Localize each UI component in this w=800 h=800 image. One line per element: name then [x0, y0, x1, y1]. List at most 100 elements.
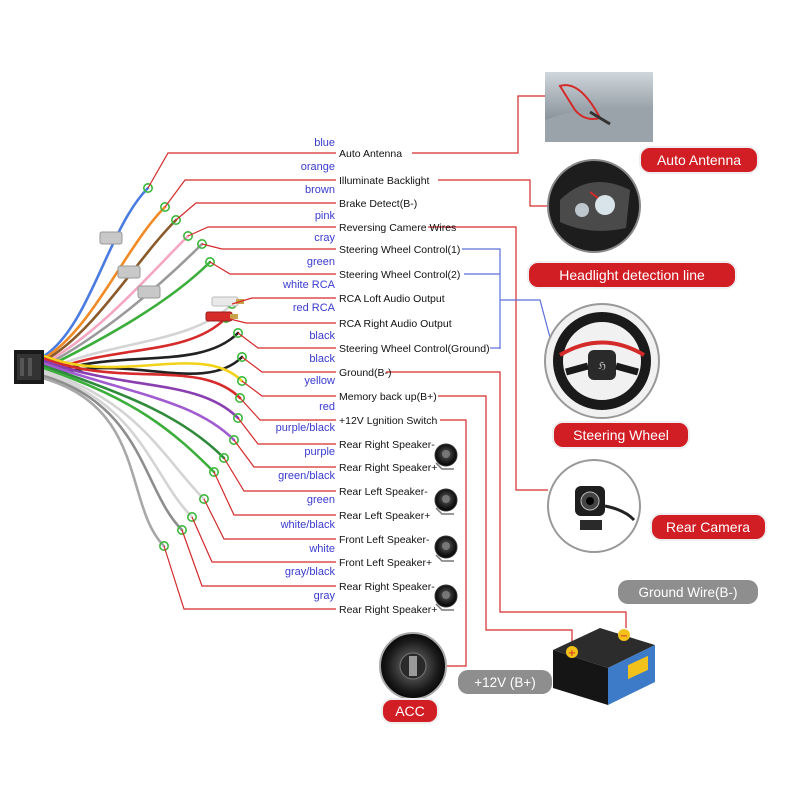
wire-16	[42, 369, 206, 501]
wire-0	[42, 186, 150, 358]
leader-line-14	[223, 457, 336, 492]
leader-line-19	[163, 545, 336, 610]
wire-function-label: Auto Antenna	[339, 148, 402, 160]
wire-end-marker	[143, 183, 154, 194]
car-battery-icon: + −	[553, 628, 655, 705]
leader-line-4	[201, 243, 336, 250]
wire-end-marker	[237, 351, 248, 362]
leader-line-13	[233, 439, 336, 468]
speaker-icon	[434, 535, 458, 562]
wire-end-marker	[233, 327, 244, 338]
wire-function-label: Steering Wheel Control(2)	[339, 269, 460, 281]
wire-function-label: Steering Wheel Control(Ground)	[339, 343, 490, 355]
leader-line-0	[147, 152, 336, 189]
wire-end-marker	[197, 239, 208, 250]
leader-steering-bracket	[462, 248, 501, 349]
svg-text:+12V (B+): +12V (B+)	[474, 675, 536, 690]
leader-line-1	[164, 179, 336, 208]
rca-plug-red-icon	[205, 311, 238, 322]
leader-line-2	[175, 202, 336, 221]
svg-text:Rear Camera: Rear Camera	[666, 519, 750, 535]
wire-end-marker	[159, 540, 170, 551]
rear-camera-icon	[547, 459, 641, 553]
wire-color-label: white/black	[280, 519, 336, 531]
wire-19	[42, 377, 166, 548]
fuse-holder-icon	[99, 231, 161, 299]
wire-function-label: Steering Wheel Control(1)	[339, 244, 460, 256]
wire-color-label: yellow	[304, 375, 335, 387]
svg-text:Headlight detection line: Headlight detection line	[559, 267, 705, 283]
leader-ignition	[440, 419, 467, 667]
wire-end-marker	[177, 524, 188, 535]
steering-wheel-icon: ℌ	[544, 303, 660, 419]
wire-function-label: Front Left Speaker-	[339, 534, 430, 546]
leader-line-18	[181, 529, 336, 587]
wire-2	[42, 218, 178, 363]
wire-color-label: gray/black	[285, 566, 336, 578]
leader-line-3	[187, 226, 336, 237]
speakers	[434, 443, 458, 611]
speaker-icon	[434, 488, 458, 515]
wire-5	[42, 260, 212, 370]
callout-auto-antenna: Auto Antenna	[639, 146, 759, 174]
leader-headlight	[438, 179, 552, 207]
wire-1	[42, 205, 167, 360]
wire-12	[42, 359, 240, 420]
leader-line-15	[213, 471, 336, 516]
wire-function-label: Rear Right Speaker+	[339, 604, 437, 616]
callout-headlight: Headlight detection line	[527, 261, 737, 289]
wire-6	[42, 302, 234, 373]
callout-steering: Steering Wheel	[552, 421, 690, 449]
wire-color-label: white RCA	[282, 279, 336, 291]
leader-line-12	[237, 417, 336, 445]
wire-color-label: gray	[314, 590, 336, 602]
wire-color-label: green	[307, 494, 335, 506]
wire-end-marker	[160, 202, 171, 213]
wire-harness	[42, 183, 248, 551]
wire-17	[42, 372, 194, 519]
callout-12v: +12V (B+)	[458, 670, 552, 694]
ignition-key-icon	[379, 632, 447, 700]
wire-end-marker	[235, 392, 246, 403]
svg-text:−: −	[620, 631, 628, 642]
wire-function-label: RCA Right Audio Output	[339, 318, 452, 330]
leader-line-11	[239, 397, 336, 421]
wire-function-label: Illuminate Backlight	[339, 175, 430, 187]
wire-function-label: Rear Right Speaker-	[339, 581, 435, 593]
leader-memory	[438, 395, 573, 645]
wire-end-marker	[183, 231, 194, 242]
wire-color-label: brown	[305, 184, 335, 196]
leader-line-16	[203, 498, 336, 540]
wire-color-label: green	[307, 256, 335, 268]
wire-end-marker	[171, 215, 182, 226]
wire-color-label: red	[319, 401, 335, 413]
wire-function-label: +12V Lgnition Switch	[339, 415, 438, 427]
wire-function-label: Ground(B-)	[339, 367, 392, 379]
leader-line-10	[241, 380, 336, 397]
wire-function-label: Front Left Speaker+	[339, 557, 432, 569]
wire-end-marker	[199, 493, 210, 504]
callout-rear-camera: Rear Camera	[650, 513, 767, 541]
wire-end-marker	[209, 466, 220, 477]
wire-function-label: Rear Left Speaker-	[339, 486, 428, 498]
leader-reversing-camera	[428, 226, 548, 491]
wire-end-marker	[187, 511, 198, 522]
wire-color-label: green/black	[278, 470, 335, 482]
callout-ground-wire: Ground Wire(B-)	[618, 580, 758, 604]
wire-18	[42, 374, 184, 532]
wire-function-label: Rear Right Speaker+	[339, 462, 437, 474]
wire-10	[42, 354, 244, 383]
svg-text:+: +	[568, 648, 576, 659]
wire-14	[42, 364, 226, 460]
wire-end-marker	[219, 452, 230, 463]
wire-color-label: white	[308, 543, 335, 555]
leader-line-17	[191, 516, 336, 563]
svg-text:Ground Wire(B-): Ground Wire(B-)	[638, 585, 737, 600]
wire-color-label: purple	[304, 446, 335, 458]
wire-11	[42, 357, 242, 400]
callout-acc: ACC	[381, 698, 439, 724]
wire-color-label: blue	[314, 137, 335, 149]
wire-15	[42, 367, 216, 474]
wire-color-label: orange	[301, 161, 335, 173]
